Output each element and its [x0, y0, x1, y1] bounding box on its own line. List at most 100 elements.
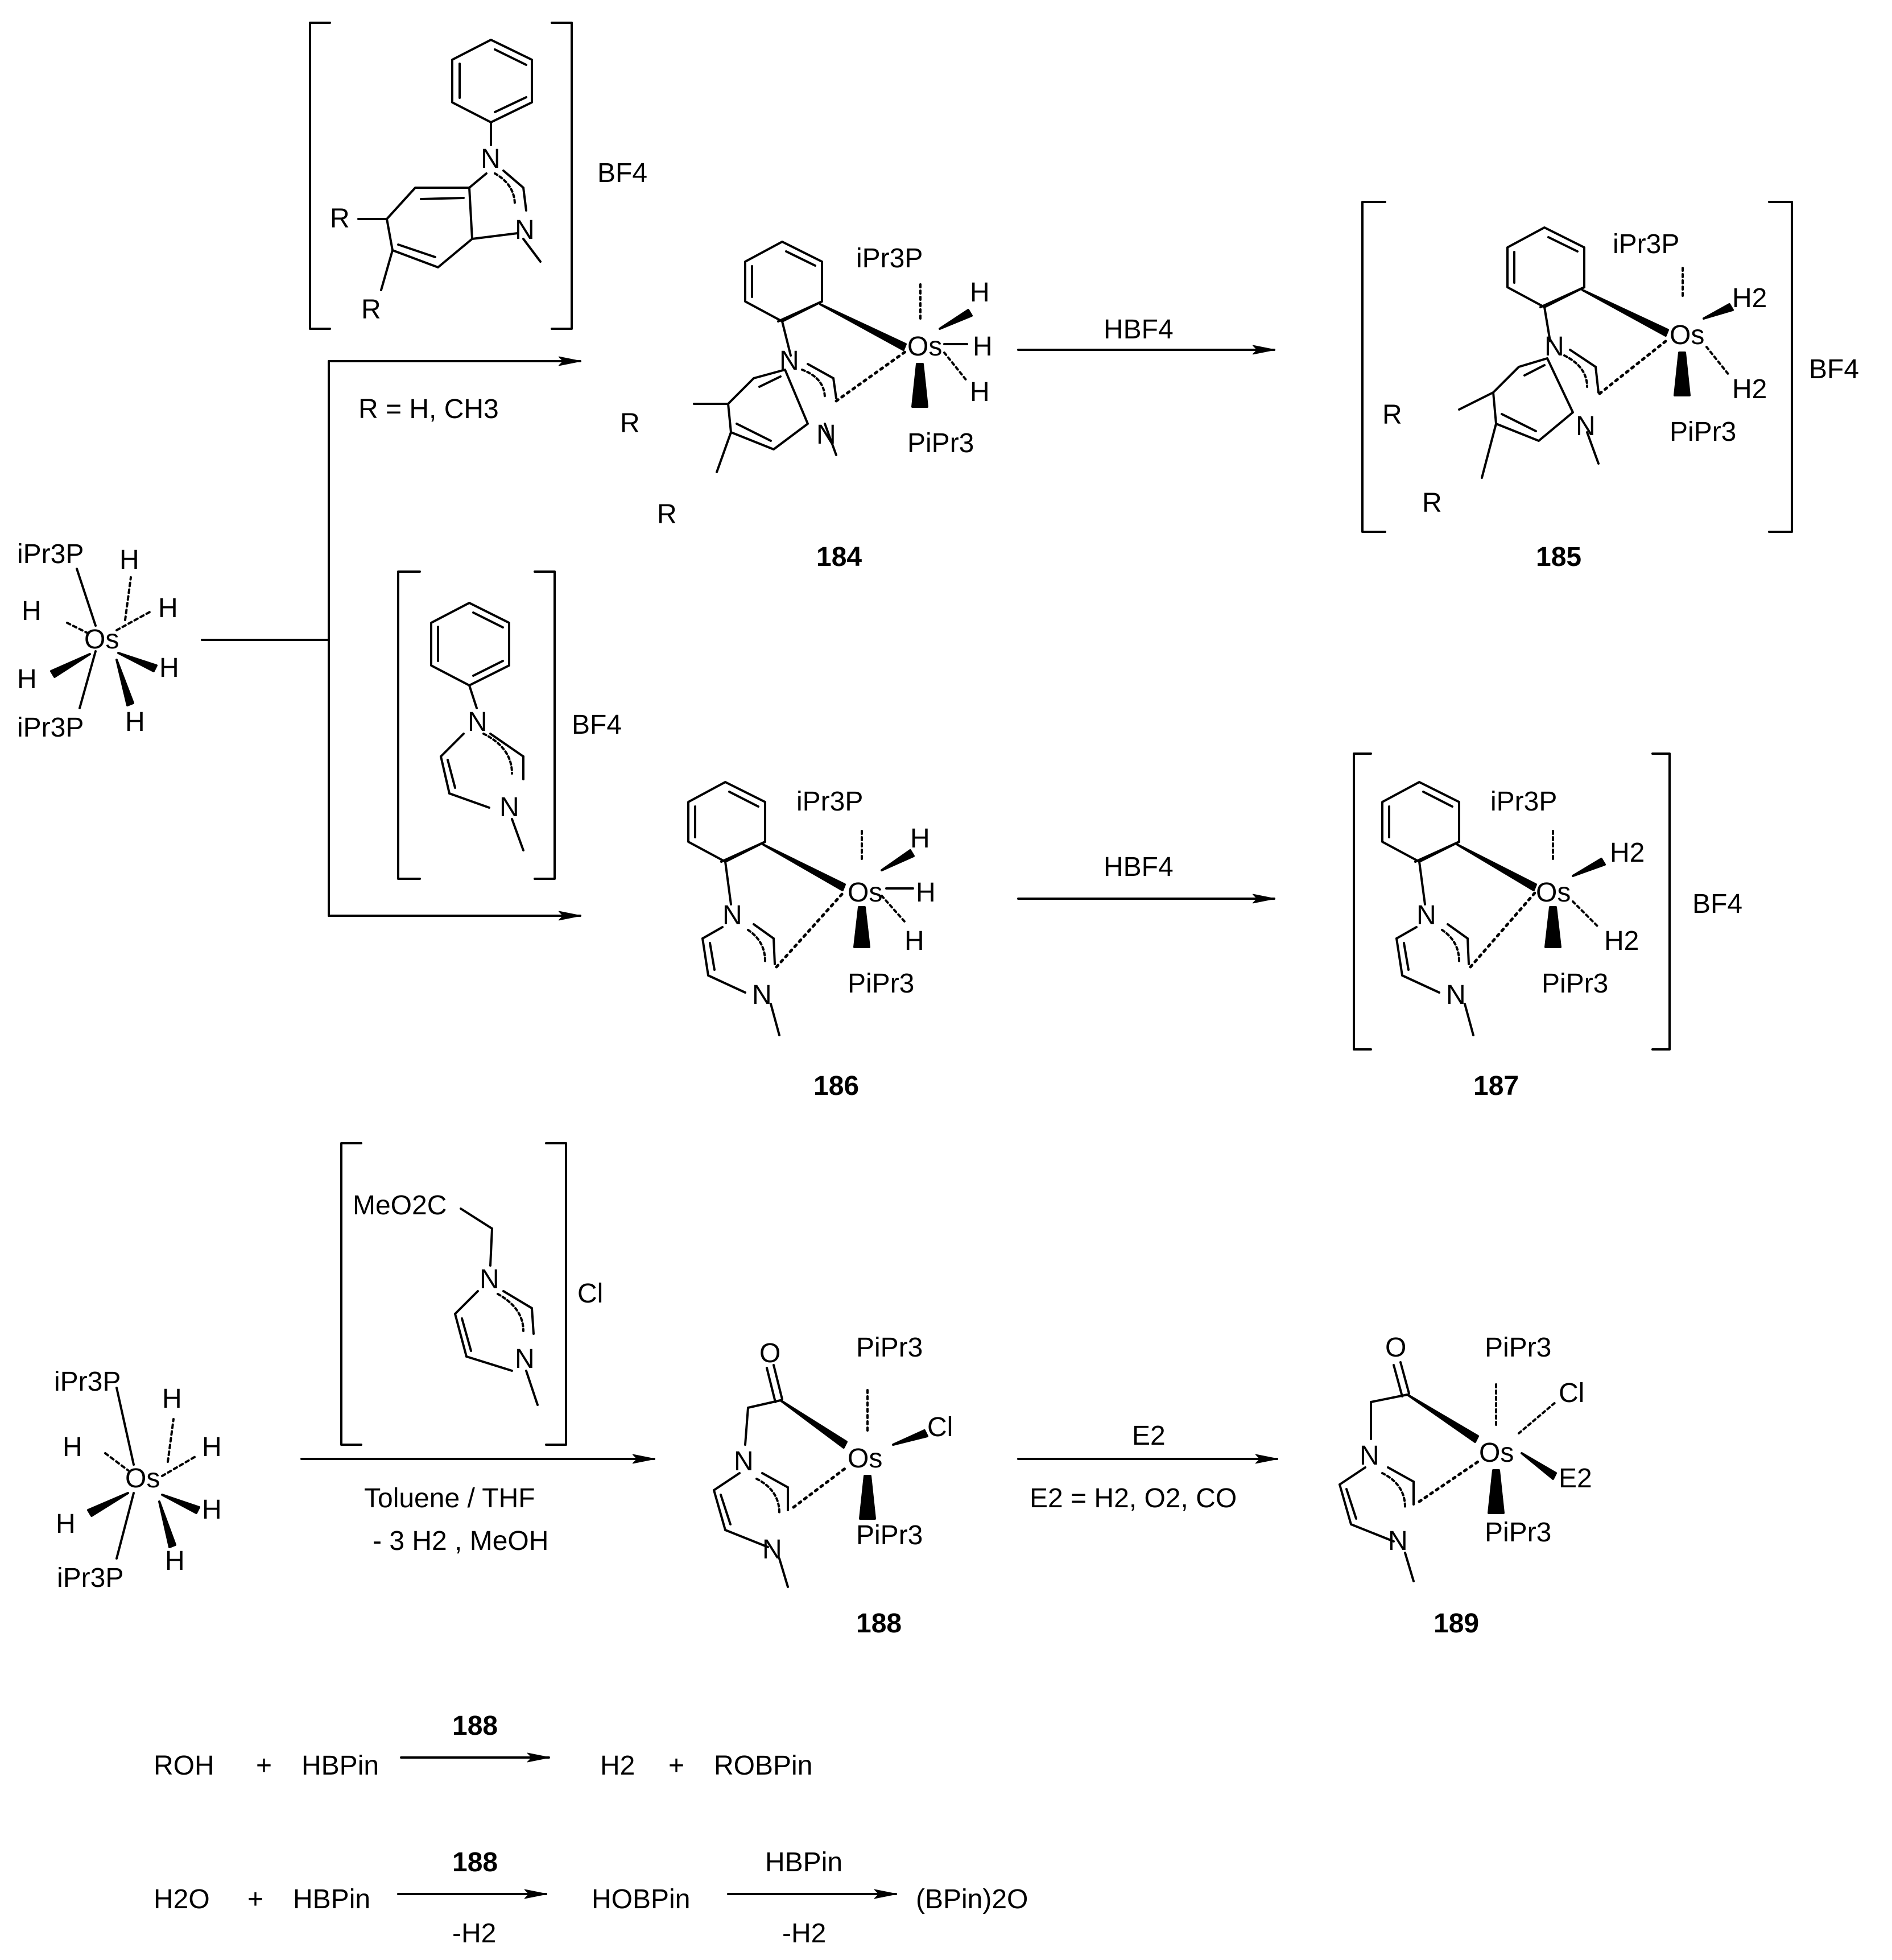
counterion-bf4: BF4: [1809, 354, 1859, 384]
eq2-byproduct-h2: -H2: [452, 1918, 496, 1949]
chloride-label: Cl: [1559, 1378, 1584, 1408]
compound-label-185: 185: [1536, 542, 1581, 572]
dihydrogen-label: H2: [1610, 838, 1645, 868]
e2-definition: E2 = H2, O2, CO: [1030, 1483, 1237, 1514]
phosphine-label: PiPr3: [1485, 1517, 1551, 1548]
plus-sign: +: [668, 1751, 684, 1781]
oxygen-atom: O: [759, 1338, 780, 1368]
reagent-e2: E2: [1132, 1421, 1166, 1451]
eq2-product-bpin2o: (BPin)2O: [916, 1884, 1028, 1914]
eq2-reactant-h2o: H2O: [154, 1884, 210, 1914]
n-atom: N: [468, 707, 488, 737]
eq1-product-h2: H2: [600, 1751, 635, 1781]
compound-label-186: 186: [813, 1071, 859, 1101]
oxygen-atom: O: [1385, 1333, 1406, 1363]
n-atom: N: [1446, 980, 1466, 1010]
plus-sign: +: [256, 1751, 272, 1781]
n-atom: N: [1416, 900, 1436, 931]
counterion-cl: Cl: [577, 1279, 603, 1309]
n-atom: N: [1576, 411, 1596, 441]
n-atom: N: [816, 420, 836, 450]
phosphine-label: iPr3P: [1490, 787, 1557, 817]
r-group: R: [330, 204, 350, 234]
hydride-label: H: [970, 278, 990, 308]
phosphine-label: iPr3P: [57, 1563, 123, 1593]
r-definition: R = H, CH3: [358, 394, 499, 424]
hydride-label: H: [125, 707, 145, 737]
plus-sign: +: [247, 1884, 263, 1914]
compound-186-structure: [687, 781, 915, 1036]
compound-189-structure: [1339, 1361, 1557, 1582]
hydride-label: H: [56, 1509, 76, 1539]
counterion-bf4: BF4: [1692, 889, 1742, 919]
phosphine-label: PiPr3: [907, 428, 974, 458]
hydride-label: H: [916, 878, 936, 908]
eq2-byproduct-h2: -H2: [782, 1918, 826, 1949]
n-atom: N: [481, 144, 501, 174]
reagent-hbf4: HBF4: [1104, 315, 1174, 345]
n-atom: N: [734, 1446, 754, 1477]
phosphine-label: iPr3P: [1613, 229, 1679, 259]
eq1-catalyst: 188: [452, 1711, 498, 1741]
osmium-atom: Os: [1536, 878, 1571, 908]
eq2-reactant-hbpin: HBPin: [293, 1884, 370, 1914]
hydride-label: H: [904, 926, 924, 956]
phosphine-label: PiPr3: [856, 1520, 923, 1550]
r-group: R: [657, 499, 677, 530]
osmium-atom: Os: [848, 878, 882, 908]
hydride-label: H: [162, 1384, 182, 1414]
phosphine-label: iPr3P: [17, 539, 84, 569]
phosphine-label: iPr3P: [17, 713, 84, 743]
eq2-intermediate-hobpin: HOBPin: [592, 1884, 690, 1914]
counterion-bf4: BF4: [597, 158, 647, 188]
osmium-atom: Os: [125, 1463, 160, 1494]
hydride-label: H: [119, 545, 139, 575]
chloride-label: Cl: [927, 1412, 953, 1442]
hydride-label: H: [202, 1432, 222, 1462]
dihydrogen-label: H2: [1732, 283, 1767, 313]
dihydrogen-label: H2: [1732, 374, 1767, 404]
phosphine-label: PiPr3: [856, 1333, 923, 1363]
phosphine-label: PiPr3: [1485, 1333, 1551, 1363]
n-atom: N: [480, 1264, 499, 1295]
n-atom: N: [1544, 332, 1564, 362]
osmium-atom: Os: [907, 332, 942, 362]
hydride-label: H: [970, 377, 990, 407]
phosphine-label: iPr3P: [54, 1367, 121, 1397]
compound-label-188: 188: [856, 1608, 902, 1639]
n-atom: N: [762, 1535, 782, 1565]
ester-group-label: MeO2C: [353, 1190, 447, 1221]
compound-187-structure: [1353, 752, 1671, 1051]
osh6-complex-top: [50, 568, 158, 709]
n-atom: N: [515, 1344, 535, 1374]
conditions-byproducts: - 3 H2 , MeOH: [373, 1526, 548, 1556]
osmium-atom: Os: [848, 1444, 882, 1474]
eq1-product-robpin: ROBPin: [714, 1751, 812, 1781]
r-group: R: [1422, 488, 1442, 518]
n-atom: N: [515, 215, 535, 245]
eq2-catalyst: 188: [452, 1847, 498, 1878]
compound-label-187: 187: [1473, 1071, 1519, 1101]
hydride-label: H: [159, 653, 179, 683]
phosphine-label: iPr3P: [796, 787, 863, 817]
imidazolium-reagent: [397, 570, 556, 880]
acetate-imidazolium-reagent: [340, 1142, 567, 1446]
hydride-label: H: [17, 664, 37, 694]
r-group: R: [1382, 400, 1402, 430]
r-group: R: [620, 408, 640, 439]
hydride-label: H: [63, 1432, 82, 1462]
compound-184-structure: [693, 241, 973, 473]
eq2-reagent-hbpin: HBPin: [765, 1847, 842, 1878]
e2-ligand-label: E2: [1559, 1463, 1592, 1494]
r-group: R: [361, 295, 381, 325]
n-atom: N: [1360, 1441, 1379, 1471]
phosphine-label: PiPr3: [1542, 969, 1608, 999]
hydride-label: H: [165, 1546, 185, 1576]
n-atom: N: [722, 900, 742, 931]
osmium-atom: Os: [1479, 1438, 1514, 1468]
compound-185-structure: [1361, 201, 1793, 533]
dihydrogen-label: H2: [1604, 926, 1639, 956]
osh6-complex-bottom: [87, 1387, 200, 1560]
osmium-atom: Os: [1670, 320, 1704, 350]
